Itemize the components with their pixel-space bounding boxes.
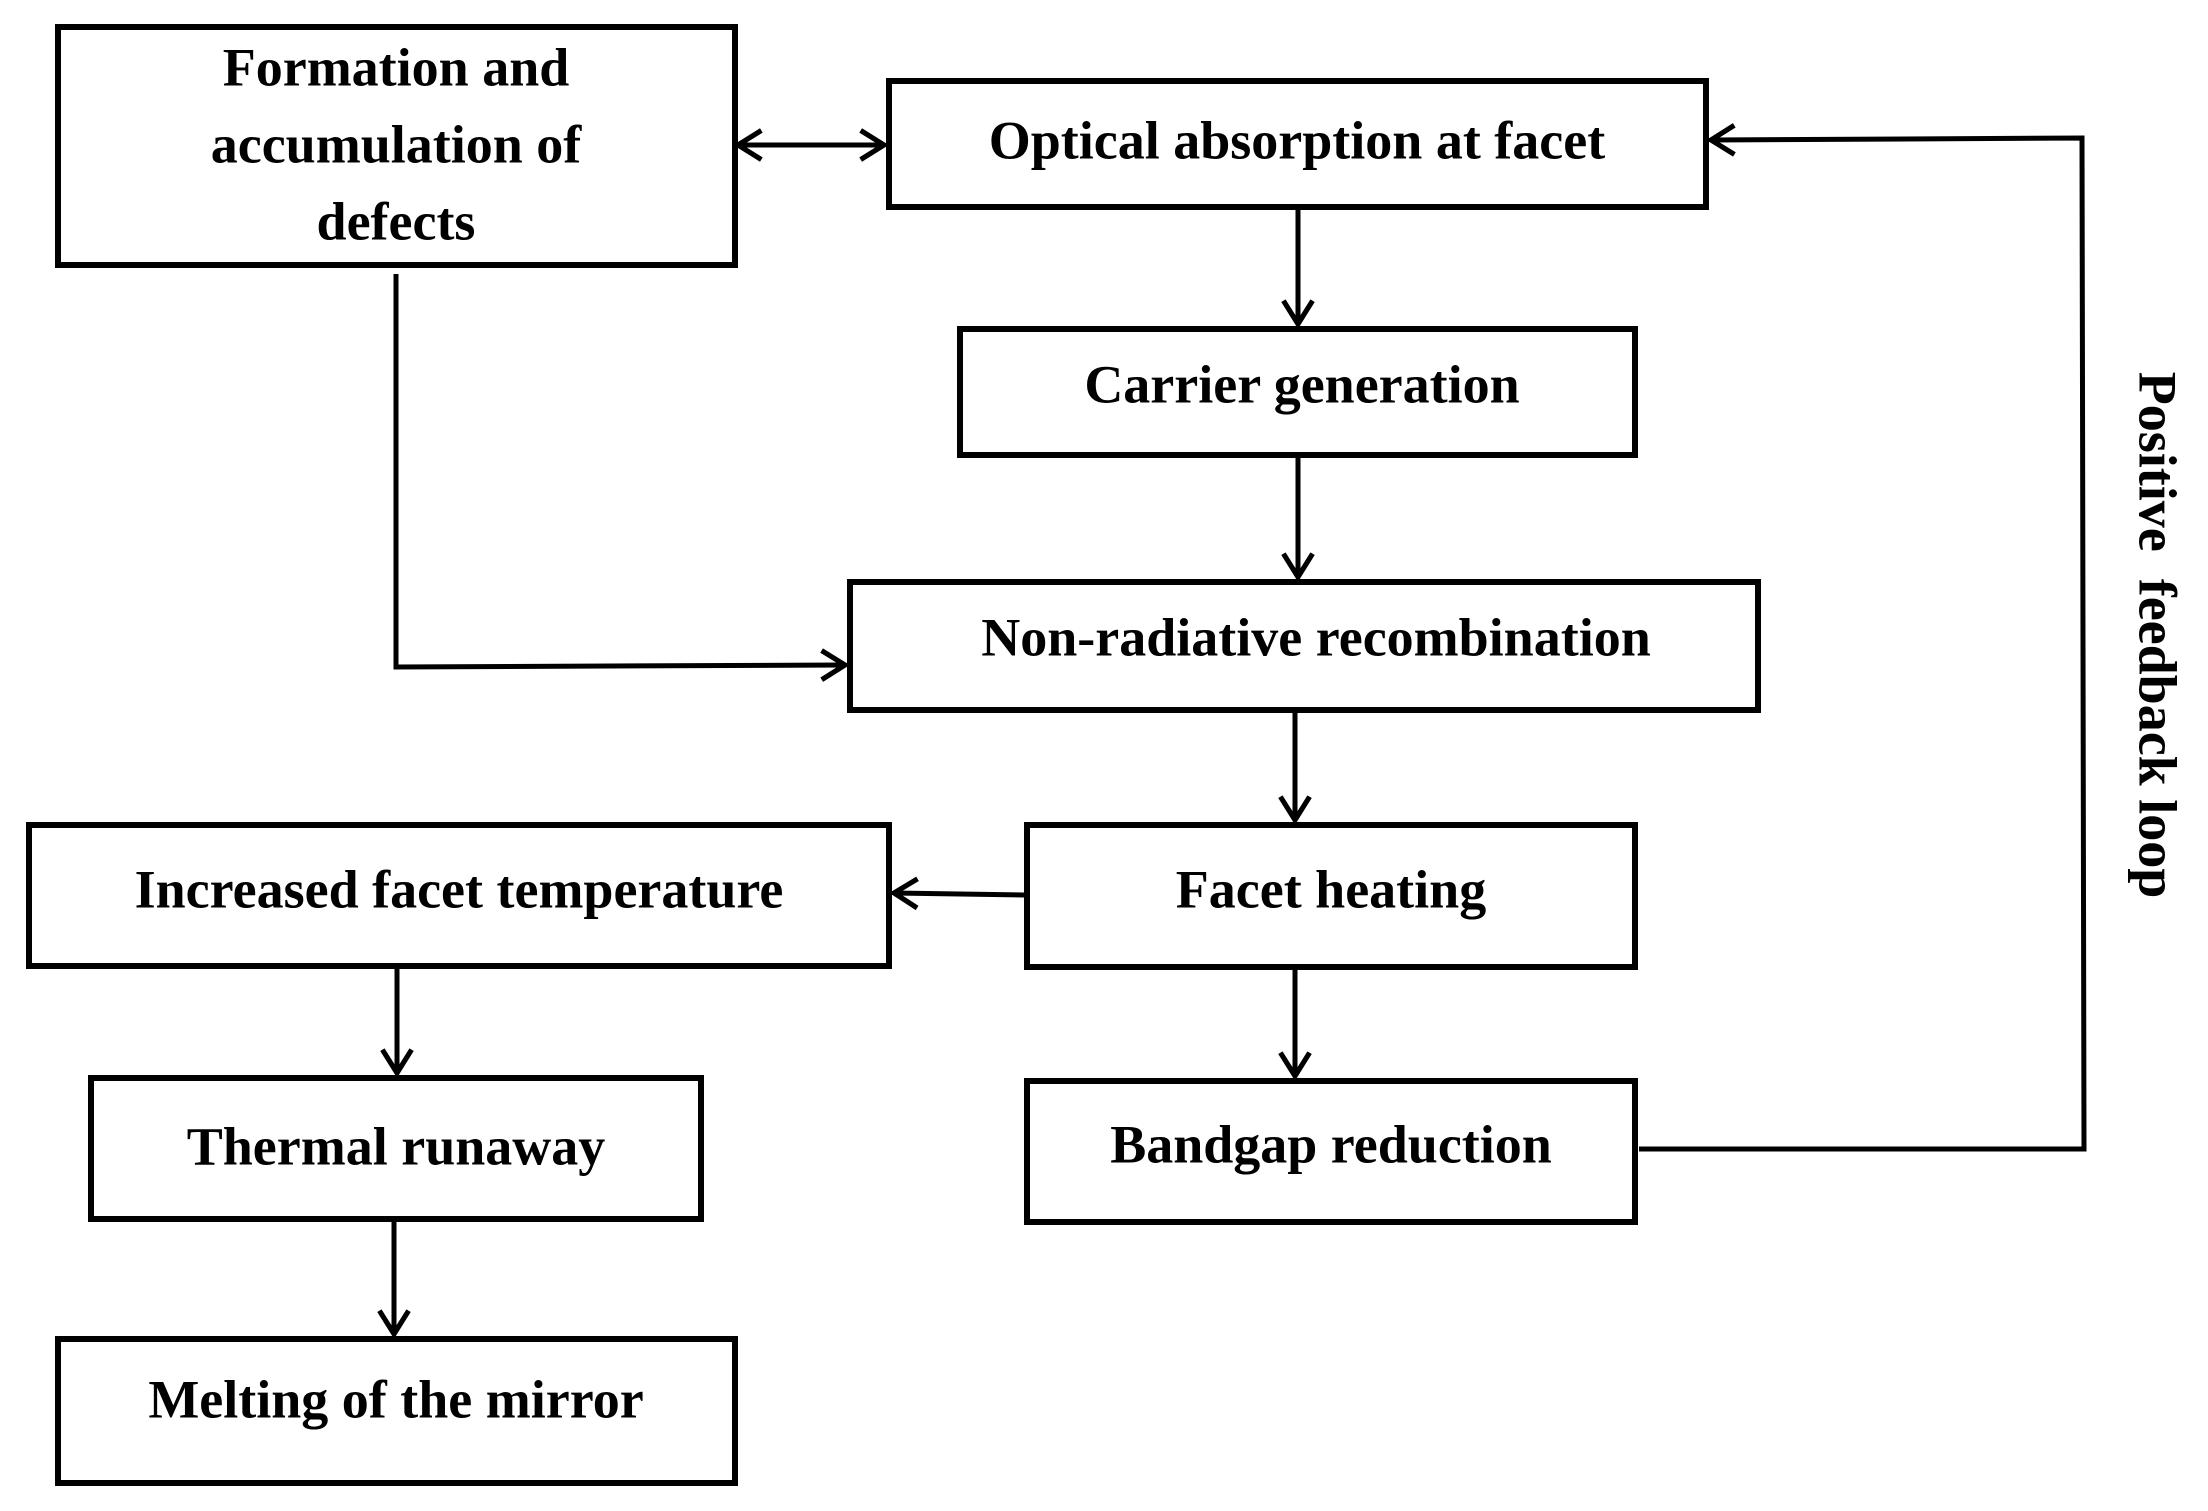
node-melting-label: Melting of the mirror	[148, 1369, 643, 1429]
node-carrier: Carrier generation	[957, 326, 1638, 458]
node-formation-line2: accumulation of	[211, 114, 583, 174]
node-heating: Facet heating	[1024, 822, 1638, 970]
node-formation: Formation and accumulation of defects	[55, 24, 738, 268]
feedback-loop-label: Positive feedback loop	[2128, 372, 2188, 898]
arrow-heating-increased	[889, 876, 1025, 911]
node-carrier-label: Carrier generation	[1084, 354, 1519, 414]
node-optical: Optical absorption at facet	[886, 78, 1709, 210]
node-thermal-label: Thermal runaway	[187, 1116, 606, 1176]
node-increased-label: Increased facet temperature	[135, 859, 784, 919]
node-melting: Melting of the mirror	[55, 1336, 738, 1486]
connectors	[377, 123, 2087, 1339]
node-formation-line1: Formation and	[223, 37, 570, 97]
node-optical-label: Optical absorption at facet	[989, 110, 1605, 170]
node-nonrad: Non-radiative recombination	[847, 579, 1761, 713]
node-nonrad-label: Non-radiative recombination	[981, 607, 1650, 667]
feedback-loop-arrow	[1639, 123, 2087, 1152]
arrow-formation-nonrad	[393, 274, 850, 682]
node-thermal: Thermal runaway	[88, 1075, 704, 1222]
node-heating-label: Facet heating	[1176, 859, 1486, 919]
node-bandgap-label: Bandgap reduction	[1110, 1114, 1552, 1174]
node-increased: Increased facet temperature	[26, 822, 892, 969]
node-bandgap: Bandgap reduction	[1024, 1078, 1638, 1225]
node-formation-line3: defects	[317, 191, 476, 251]
